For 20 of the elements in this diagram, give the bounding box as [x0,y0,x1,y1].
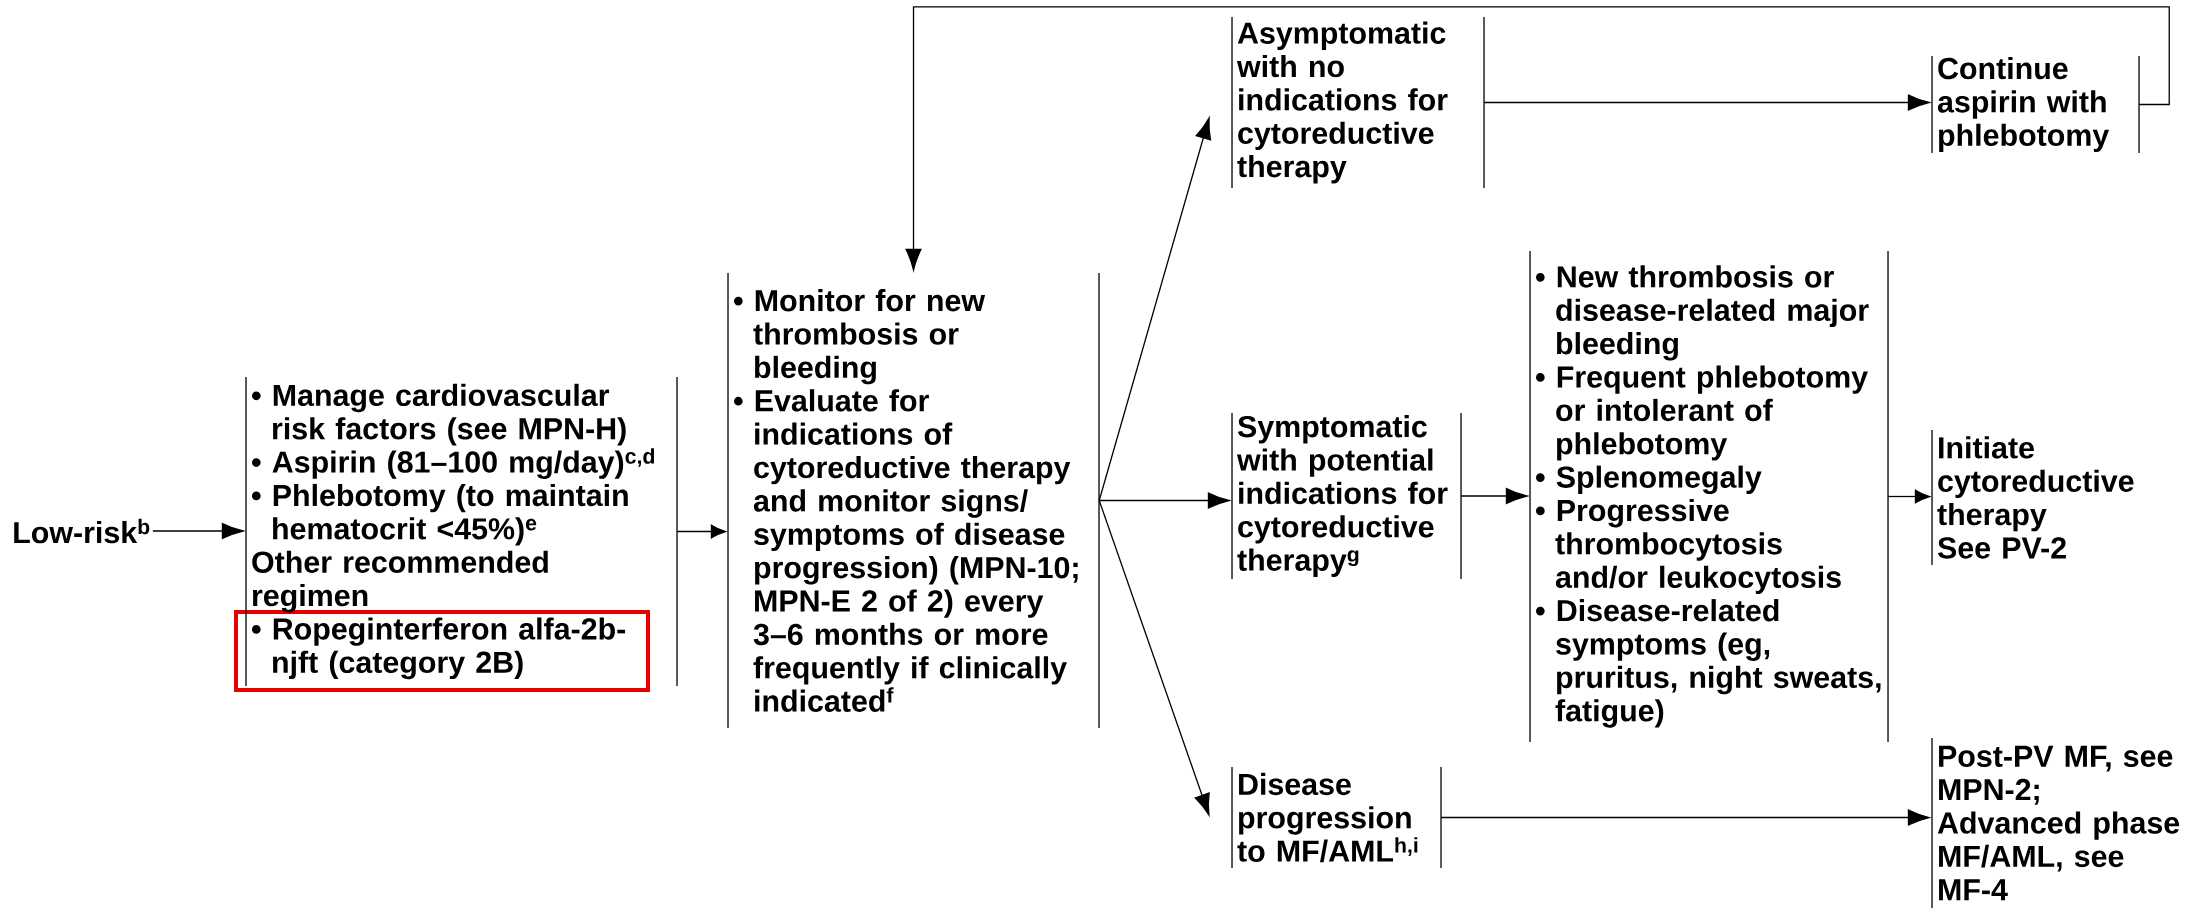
bracket-box: Disease progression to MF/AML$^{h,i}$ [1231,766,1442,869]
bracket-box: • Manage cardiovascular risk factors (see MPN-H) • Aspirin (81–100 mg/day)$^{c,d}$ • Phlebotomy (to maintain hematocrit <45%)$^{e}$ Other recommended regimen • Ropeginterferon alfa-2b-njft (category 2B) [245,376,678,687]
arrow [1483,94,1930,111]
text-label: Low-risk$^{b}$ [14,518,150,544]
arrow [676,524,727,539]
arrow [1098,117,1212,502]
arrow [152,522,244,540]
bracket-box: • New thrombosis or disease-related major bleeding • Frequent phlebotomy or intolerant of phlebotomy • Splenomegaly • Progressive thrombocytosis and/or leukocytosis • Disease-related symptoms (eg, pruritus, night sweats, fatigue) [1529,250,1889,743]
arrow [1887,489,1931,504]
arrow [1098,499,1210,816]
arrow [905,6,2170,271]
arrow [1098,492,1230,509]
bracket-box: • Monitor for new thrombosis or bleeding • Evaluate for indications of cytoreductive therapy and monitor signs/ symptoms of disease progression) (MPN-10; MPN-E 2 of 2) every 3–6 months or more frequently if clinically indicated$^{f}$ [727,272,1100,729]
arrow [1460,487,1528,505]
bracket-box: Asymptomatic with no indications for cytoreductive therapy [1231,16,1485,189]
bracket-box: Symptomatic with potential indications for cytoreductive therapy$^{g}$ [1231,412,1462,580]
bracket-box: Post-PV MF, see MPN-2; Advanced phase MF/AML, see MF-4 [1931,737,2180,908]
bracket-box: Continue aspirin with phlebotomy [1931,55,2140,154]
arrow [1440,809,1930,826]
bracket-box: Initiate cytoreductive therapy See PV-2 [1931,429,2134,566]
